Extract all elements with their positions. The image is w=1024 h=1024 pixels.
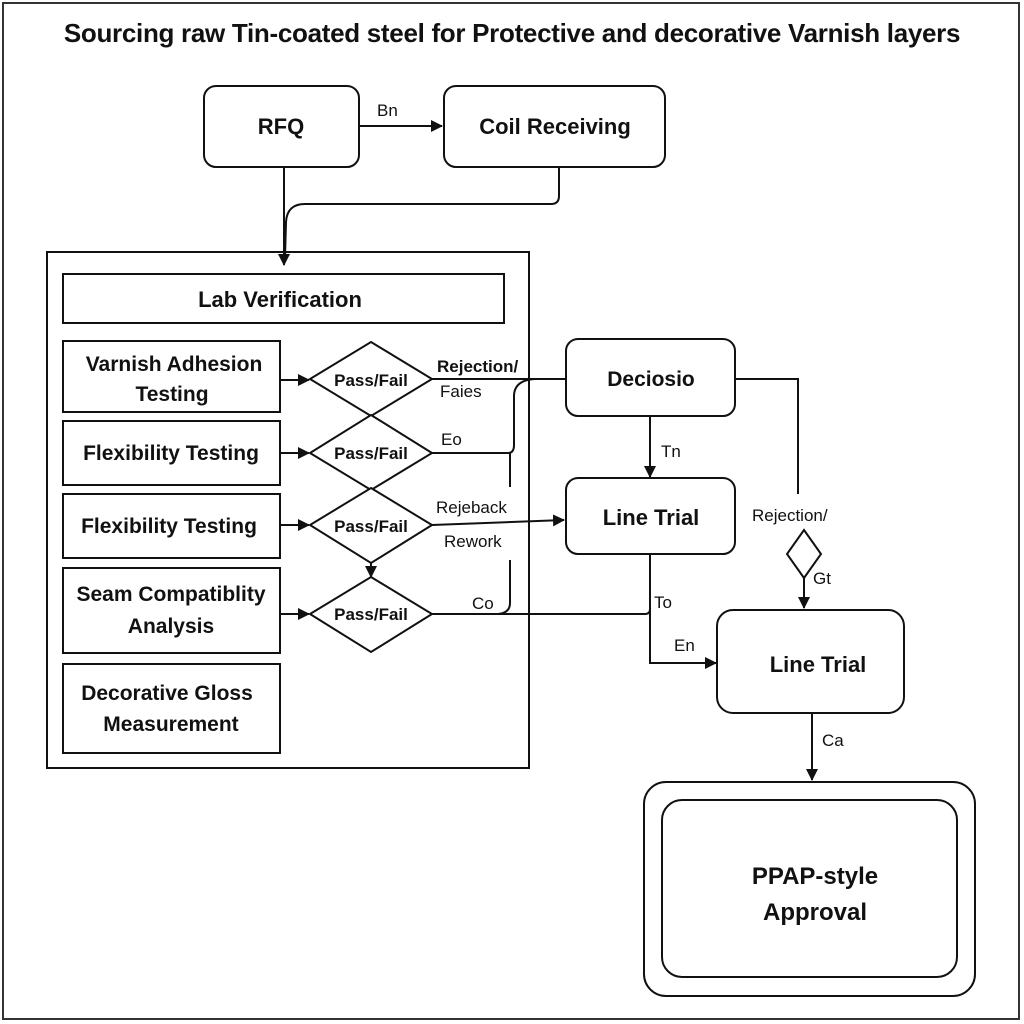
lab-verification-label: Lab Verification [198, 287, 362, 312]
edge-d3-linetrial1 [431, 514, 565, 527]
edge-rework-branch [497, 560, 511, 615]
node-flexibility-2[interactable]: Flexibility Testing [62, 493, 281, 559]
node-line-trial-2[interactable]: Line Trial [716, 609, 905, 714]
decision-4-label: Pass/Fail [334, 605, 408, 624]
coil-receiving-label: Coil Receiving [479, 114, 631, 139]
decision-2-label: Pass/Fail [334, 444, 408, 463]
label-to: To [654, 593, 672, 612]
label-bn: Bn [377, 101, 398, 120]
node-lab-verification[interactable]: Lab Verification [62, 273, 505, 324]
ppap-label-2: Approval [763, 899, 867, 926]
label-faies: Faies [440, 382, 482, 401]
gloss-label-2: Measurement [103, 713, 238, 736]
decision-3-label: Pass/Fail [334, 517, 408, 536]
line-trial-1-label: Line Trial [603, 505, 700, 530]
varnish-adhesion-label-1: Varnish Adhesion [86, 353, 263, 376]
label-ca: Ca [822, 731, 844, 750]
node-ppap-approval[interactable]: PPAP-style Approval [643, 781, 976, 997]
node-rfq[interactable]: RFQ [203, 85, 360, 168]
label-en: En [674, 636, 695, 655]
node-varnish-adhesion[interactable]: Varnish Adhesion Testing [62, 340, 281, 413]
edge-d2-decision [432, 378, 566, 454]
label-eo: Eo [441, 430, 462, 449]
label-co: Co [472, 594, 494, 613]
diagram-title: Sourcing raw Tin-coated steel for Protec… [63, 18, 961, 48]
seam-compat-label-2: Analysis [128, 615, 214, 638]
node-decorative-gloss[interactable]: Decorative Gloss Measurement [62, 663, 281, 754]
flexibility-1-label: Flexibility Testing [83, 442, 259, 465]
decision-label: Deciosio [607, 368, 695, 391]
edge-linetrial1-linetrial2 [649, 554, 717, 669]
ppap-label-1: PPAP-style [752, 863, 878, 890]
line-trial-2-label: Line Trial [770, 652, 867, 677]
seam-compat-label-1: Seam Compatiblity [76, 583, 265, 606]
decision-diamond-1[interactable]: Pass/Fail [308, 340, 434, 418]
node-coil-receiving[interactable]: Coil Receiving [443, 85, 666, 168]
edge-decision-rejection [735, 378, 799, 494]
edge-coil-lab [284, 167, 560, 259]
node-line-trial-1[interactable]: Line Trial [565, 477, 736, 555]
node-decision[interactable]: Deciosio [565, 338, 736, 417]
decision-diamond-3[interactable]: Pass/Fail [308, 486, 434, 565]
rfq-label: RFQ [258, 114, 304, 139]
label-rejection-right: Rejection/ [752, 506, 828, 525]
label-gt: Gt [813, 569, 831, 588]
label-rework: Rework [444, 532, 502, 551]
label-rejeback: Rejeback [436, 498, 507, 517]
label-tn: Tn [661, 442, 681, 461]
edge-labels: Bn Rejection/ Faies Eo Rejeback Rework C… [377, 101, 844, 750]
label-rejection: Rejection/ [437, 357, 519, 376]
decision-1-label: Pass/Fail [334, 371, 408, 390]
decision-diamond-4[interactable]: Pass/Fail [308, 575, 434, 654]
varnish-adhesion-label-2: Testing [135, 383, 208, 406]
node-seam-compatibility[interactable]: Seam Compatiblity Analysis [62, 567, 281, 654]
flexibility-2-label: Flexibility Testing [81, 515, 257, 538]
connectors [278, 120, 818, 781]
gate-diamond[interactable] [785, 528, 823, 580]
gloss-label-1: Decorative Gloss [81, 682, 253, 705]
node-flexibility-1[interactable]: Flexibility Testing [62, 420, 281, 486]
